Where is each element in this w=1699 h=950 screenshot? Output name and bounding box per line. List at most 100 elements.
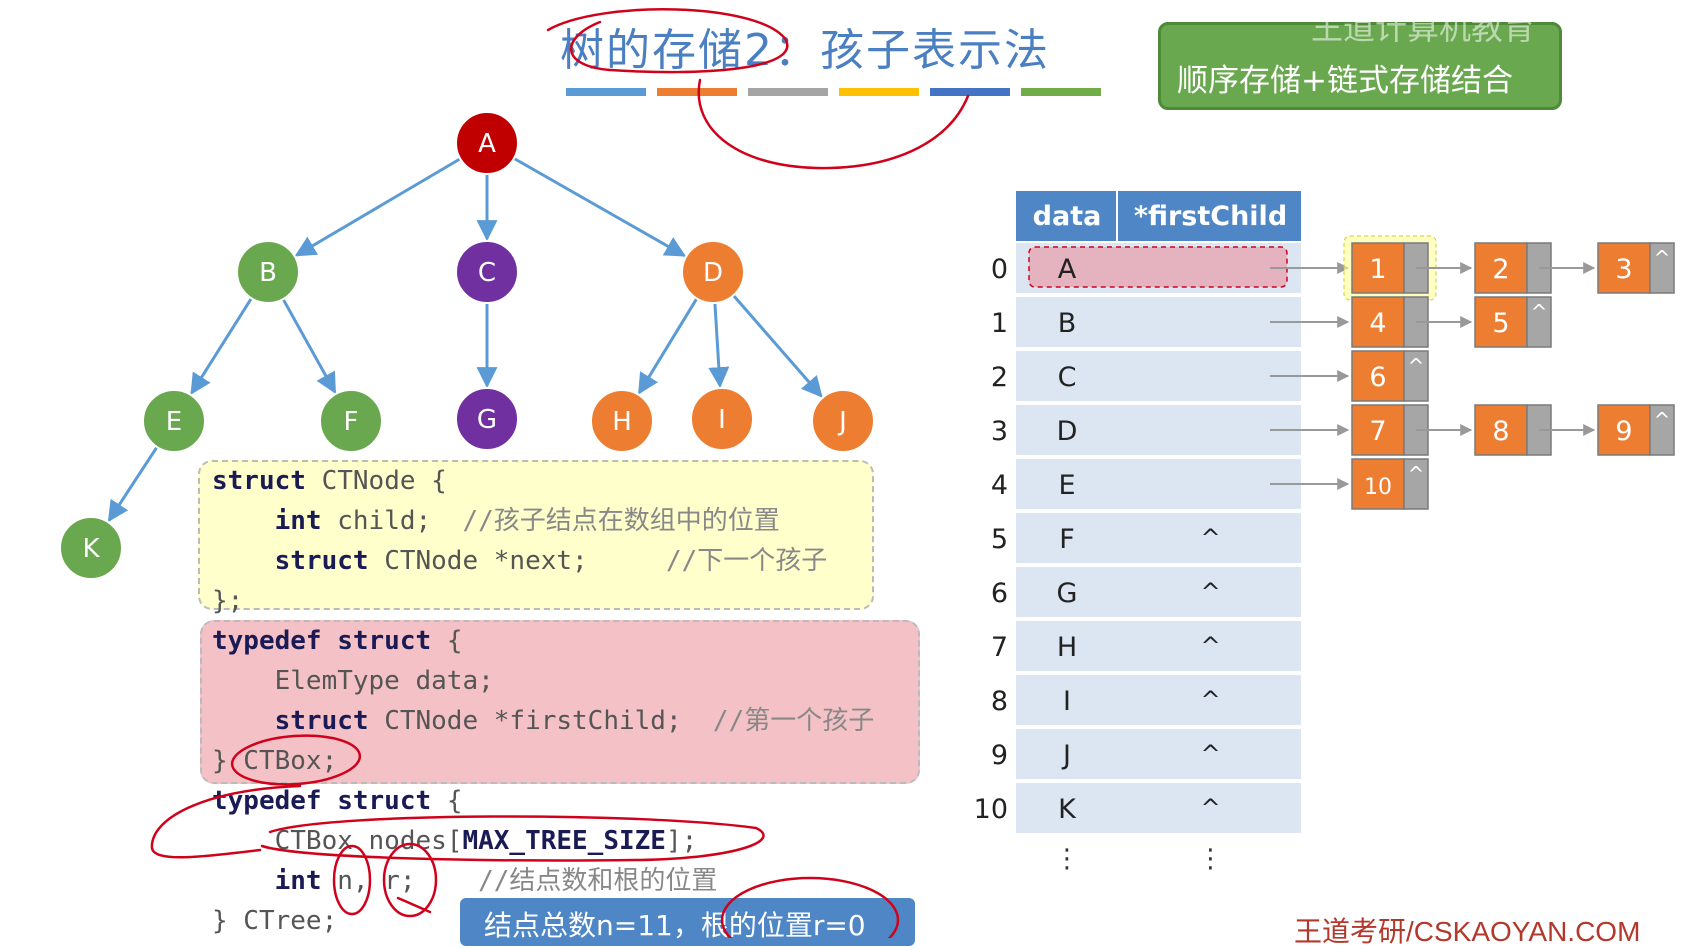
code-line: };	[212, 581, 827, 621]
color-bar	[566, 88, 646, 96]
tree-node-label: E	[166, 407, 182, 437]
null-pointer: ^	[1408, 354, 1425, 378]
code-line: } CTree;	[212, 901, 717, 941]
table-header-label: data	[1033, 201, 1102, 232]
null-pointer: ^	[1408, 462, 1425, 486]
tree-node-label: A	[478, 129, 496, 159]
code-line: ElemType data;	[212, 661, 874, 701]
code-token: {	[446, 626, 463, 656]
row-data: D	[1057, 416, 1078, 447]
table-row	[1016, 675, 1301, 725]
code-token: child;	[337, 506, 463, 536]
row-index: 10	[974, 794, 1008, 825]
row-data: C	[1058, 362, 1077, 393]
row-index: 1	[991, 308, 1008, 339]
code-token: struct	[212, 466, 322, 496]
code-line: typedef struct {	[212, 621, 874, 661]
row-data: A	[1058, 254, 1077, 285]
code-token: };	[212, 586, 244, 616]
row-data: B	[1058, 308, 1077, 339]
child-index: 5	[1492, 308, 1509, 339]
tree-edge	[513, 157, 687, 257]
table-header-label: *firstChild	[1134, 201, 1287, 232]
tree-node-e: E	[142, 389, 206, 453]
tree-edge	[281, 298, 337, 395]
info-note: 结点总数n=11，根的位置r=0	[460, 898, 915, 946]
child-node-8: 8	[1474, 404, 1552, 456]
table-header-cell	[1118, 191, 1301, 241]
tree-node-g: G	[455, 387, 519, 451]
child-index: 6	[1369, 362, 1386, 393]
code-token: CTNode *firstChild;	[384, 706, 713, 736]
child-node-1: 1	[1343, 235, 1437, 301]
child-index: 4	[1369, 308, 1386, 339]
code-token: //下一个孩子	[665, 546, 828, 576]
row-index: 7	[991, 632, 1008, 663]
child-node-6: 6^	[1351, 350, 1429, 402]
code-token: int	[212, 506, 338, 536]
tree-node-label: G	[477, 405, 497, 435]
tree-node-c: C	[455, 240, 519, 304]
tree-edge	[732, 294, 823, 398]
row-index: 3	[991, 416, 1008, 447]
row-data: G	[1057, 578, 1078, 609]
null-pointer: ^	[1654, 246, 1671, 270]
ctnode-code: struct CTNode { int child; //孩子结点在数组中的位置…	[212, 461, 827, 621]
table-row	[1016, 351, 1301, 401]
code-line: struct CTNode {	[212, 461, 827, 501]
tree-edge	[294, 157, 462, 257]
tree-node-j: J	[811, 389, 875, 453]
tree-node-h: H	[590, 389, 654, 453]
code-line: struct CTNode *firstChild; //第一个孩子	[212, 701, 875, 741]
tree-node-label: F	[344, 407, 359, 437]
row-index: 8	[991, 686, 1008, 717]
row-firstchild: ^	[1200, 578, 1220, 606]
row-index: 2	[991, 362, 1008, 393]
code-token: int	[212, 866, 338, 896]
row-firstchild: ^	[1200, 740, 1220, 768]
row-index: 4	[991, 470, 1008, 501]
code-token: {	[446, 786, 463, 816]
footer-brand: 王道考研/CSKAOYAN.COM	[1294, 916, 1641, 947]
row-firstchild: ^	[1200, 794, 1220, 822]
code-token: //第一个孩子	[712, 706, 875, 736]
table-row	[1016, 405, 1301, 455]
tree-node-label: B	[259, 258, 277, 288]
tree-node-label: D	[703, 258, 723, 288]
tree-node-label: I	[718, 405, 726, 435]
ctnode-struct-box	[198, 460, 874, 610]
code-token: struct	[212, 706, 385, 736]
code-token: struct	[212, 546, 385, 576]
null-pointer: ^	[1531, 300, 1548, 324]
child-index: 9	[1615, 416, 1632, 447]
row-data: H	[1057, 632, 1077, 663]
code-token: } CTree;	[212, 906, 338, 936]
code-line: struct CTNode *next; //下一个孩子	[212, 541, 828, 581]
row-index: 5	[991, 524, 1008, 555]
tree-node-label: C	[478, 258, 496, 288]
table-row	[1016, 459, 1301, 509]
tree-node-label: H	[612, 407, 632, 437]
child-node-2: 2	[1474, 242, 1552, 294]
tree-node-label: J	[837, 407, 847, 437]
table-row	[1016, 567, 1301, 617]
table-header-cell	[1016, 191, 1116, 241]
child-index: 2	[1492, 254, 1509, 285]
child-node-9: 9^	[1597, 404, 1675, 456]
null-pointer: ^	[1654, 408, 1671, 432]
tree-node-label: K	[82, 534, 100, 564]
table-row	[1016, 513, 1301, 563]
row-data: K	[1058, 794, 1077, 825]
callout-box: 王道计算机教育 顺序存储+链式存储结合	[1158, 9, 1562, 110]
table-ellipsis: ⋮	[1054, 844, 1080, 874]
table-row	[1016, 729, 1301, 779]
code-line: int child; //孩子结点在数组中的位置	[212, 501, 827, 541]
tree-edge	[637, 297, 699, 395]
child-node-10: 10^	[1351, 458, 1429, 510]
table-row	[1016, 297, 1301, 347]
color-bar	[1021, 88, 1101, 96]
color-bar	[657, 88, 737, 96]
